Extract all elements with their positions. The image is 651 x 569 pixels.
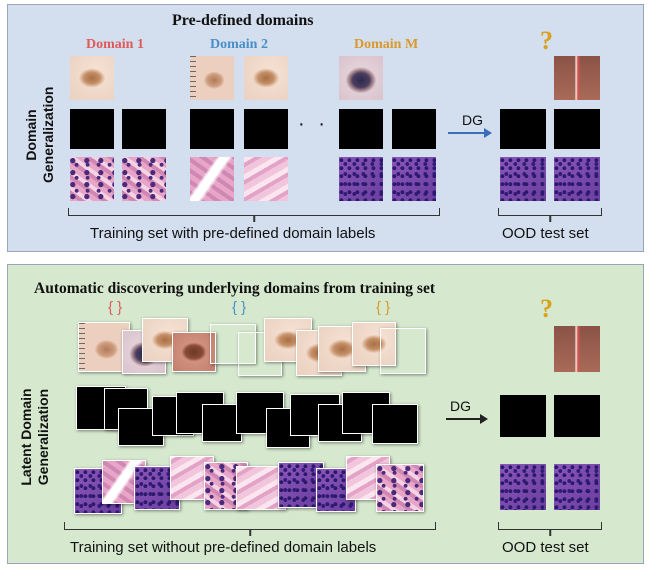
histology-image [500,157,546,201]
skin-lesion-image [392,56,436,100]
skin-lesion-image [380,328,426,374]
fundus-image [372,404,418,444]
skin-lesion-image [122,56,166,100]
domain-1-label: Domain 1 [86,37,144,52]
automatic-discovery-title: Automatic discovering underlying domains… [34,280,435,297]
fundus-image [392,109,436,149]
histology-image [392,157,436,201]
training-set-caption: Training set without pre-defined domain … [70,539,377,556]
histology-image [554,464,600,510]
skin-lesion-image [70,56,114,100]
histology-image [500,464,546,510]
unknown-domain-question-mark: ? [540,26,553,55]
histology-image [278,462,324,508]
fundus-image [202,404,242,442]
skin-lesion-image [190,56,234,100]
histology-image [339,157,383,201]
unknown-domain-question-mark: ? [540,294,553,323]
histology-image [70,157,114,201]
fundus-image [500,109,546,149]
domain-m-label: Domain M [354,37,419,52]
latent-domain-generalization-side-label: Latent Domain Generalization [18,372,52,502]
latent-domain-brace-1: { } [108,299,123,316]
histology-image [122,157,166,201]
skin-lesion-image [210,324,256,364]
fundus-image [554,395,600,437]
fundus-image [339,109,383,149]
fundus-image [554,109,600,149]
training-set-caption: Training set with pre-defined domain lab… [90,225,376,242]
predefined-domains-title: Pre-defined domains [172,12,314,29]
dg-arrow-label: DG [450,398,471,414]
dg-arrow-head [480,414,488,424]
dg-arrow [446,418,482,420]
dg-arrow-label: DG [462,112,483,128]
test-set-brace [498,522,602,536]
training-set-brace [64,522,436,536]
skin-lesion-image [554,326,600,372]
test-set-brace [498,208,602,222]
histology-image [244,157,288,201]
skin-lesion-image [352,322,396,366]
skin-lesion-image [172,332,216,372]
histology-image [376,464,424,512]
latent-domain-brace-2: { } [232,299,247,316]
ood-test-set-caption: OOD test set [502,225,589,242]
ood-test-set-caption: OOD test set [502,539,589,556]
skin-lesion-image [500,56,546,100]
fundus-image [244,109,288,149]
dg-arrow [448,132,486,134]
skin-lesion-image [78,322,130,372]
ellipsis: · · · [298,113,350,135]
histology-image [236,466,286,510]
domain-2-label: Domain 2 [210,37,268,52]
skin-lesion-image [500,326,546,372]
domain-generalization-side-label: Domain Generalization [23,87,57,183]
fundus-image [122,109,166,149]
skin-lesion-image [339,56,383,100]
side-label-line-1: Latent Domain [18,388,34,486]
skin-lesion-image [554,56,600,100]
side-label-line-2: Generalization [40,86,56,183]
side-label-line-1: Domain [23,109,39,161]
side-label-line-2: Generalization [35,388,51,486]
fundus-image [190,109,234,149]
fundus-image [70,109,114,149]
latent-domain-brace-3: { } [376,299,391,316]
dg-arrow-head [484,128,492,138]
training-set-brace [68,208,440,222]
skin-lesion-image [244,56,288,100]
fundus-image [500,395,546,437]
histology-image [554,157,600,201]
histology-image [190,157,234,201]
